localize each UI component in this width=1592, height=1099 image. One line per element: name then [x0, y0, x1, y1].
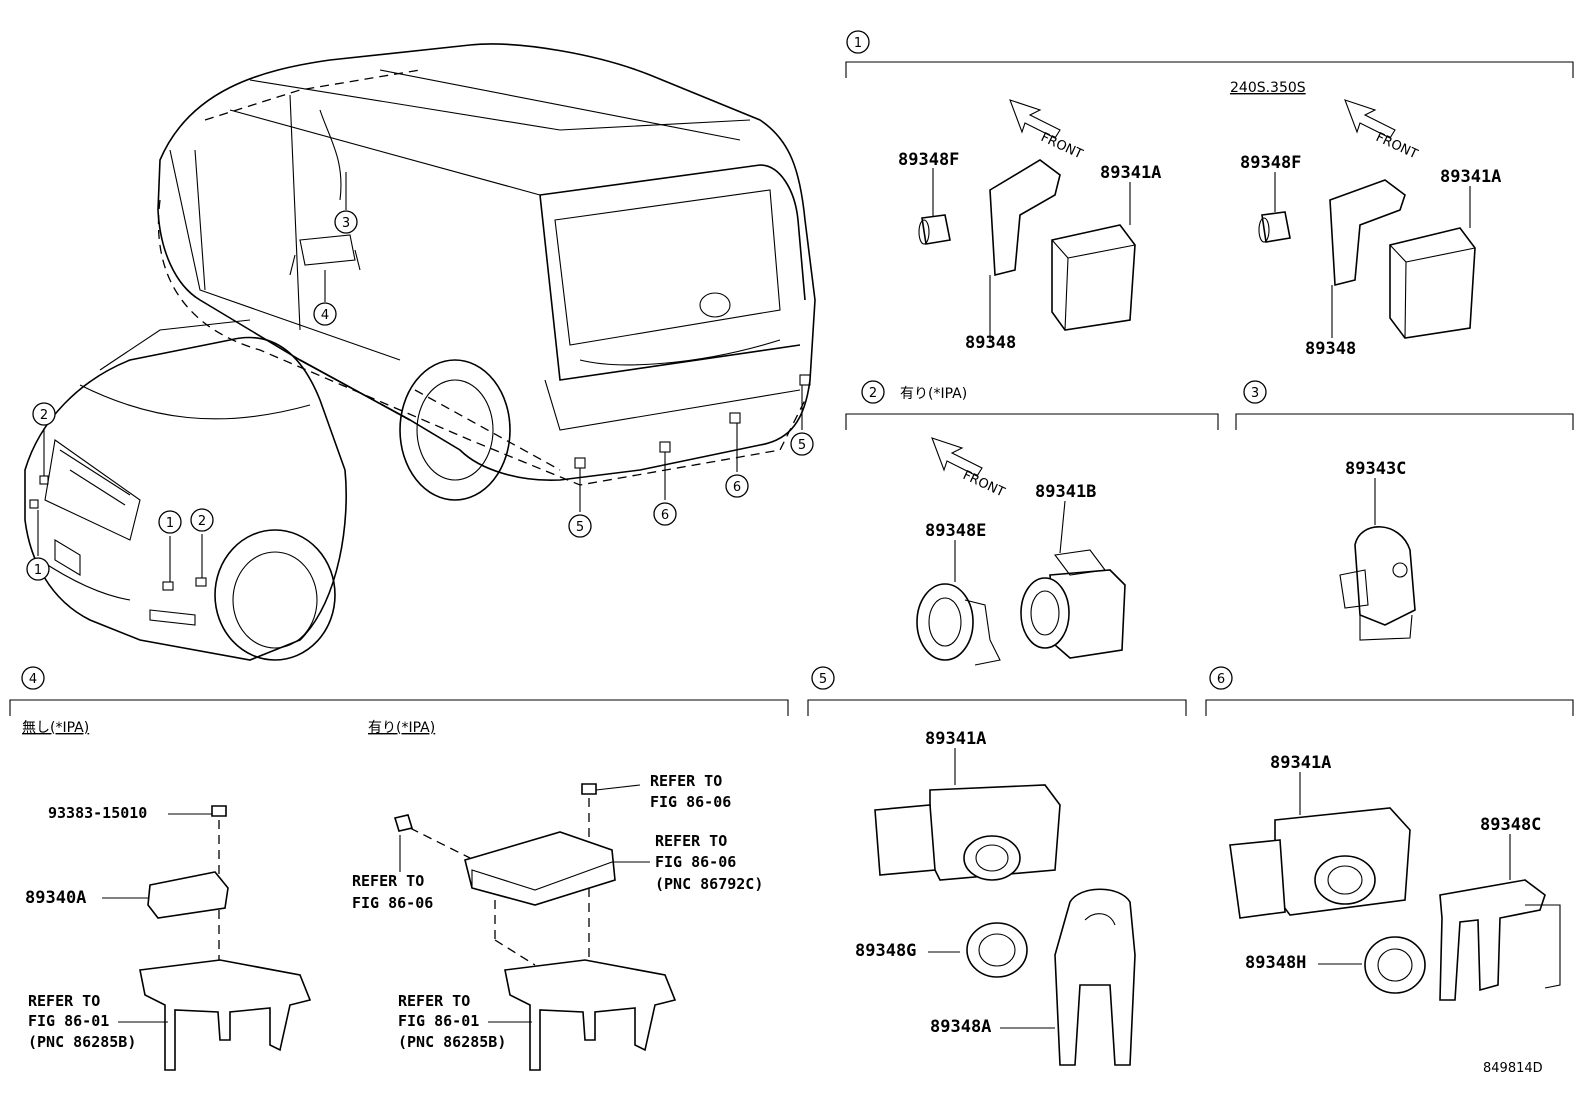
- ipa-header: 有り(*IPA): [900, 386, 967, 402]
- part-89341A: 89341A: [1270, 753, 1331, 773]
- svg-text:FRONT: FRONT: [960, 468, 1007, 500]
- group-6: 6 89341A 89348C 89348H: [1205, 666, 1574, 1001]
- part-89343C: 89343C: [1345, 459, 1406, 479]
- vehicle-illustration: [24, 43, 816, 661]
- callout-5: 5: [568, 514, 592, 538]
- callout-6: 6: [725, 474, 749, 498]
- svg-text:FRONT: FRONT: [1038, 130, 1085, 162]
- part-89348G: 89348G: [855, 941, 916, 961]
- pnc-86792c: (PNC 86792C): [655, 875, 763, 893]
- svg-text:6: 6: [733, 480, 741, 495]
- fig-86-06: FIG 86-06: [650, 793, 731, 811]
- svg-text:1: 1: [166, 516, 174, 531]
- refer-to: REFER TO: [650, 772, 722, 790]
- refer-to: REFER TO: [28, 992, 100, 1010]
- ipa-header: 有り(*IPA): [368, 720, 435, 736]
- part-89348F: 89348F: [1240, 153, 1301, 173]
- refer-to: REFER TO: [352, 872, 424, 890]
- svg-text:5: 5: [798, 438, 806, 453]
- pnc-86285b: (PNC 86285B): [398, 1033, 506, 1051]
- svg-text:1: 1: [34, 563, 42, 578]
- fig-86-01: FIG 86-01: [28, 1012, 109, 1030]
- part-89348: 89348: [965, 333, 1016, 353]
- svg-text:4: 4: [321, 308, 329, 323]
- svg-text:3: 3: [1251, 386, 1259, 401]
- svg-text:4: 4: [29, 672, 37, 687]
- svg-text:FRONT: FRONT: [1373, 130, 1420, 162]
- part-89348H: 89348H: [1245, 953, 1306, 973]
- callout-2: 2: [32, 402, 56, 426]
- part-89348: 89348: [1305, 339, 1356, 359]
- callout-3: 3: [334, 210, 358, 234]
- svg-text:1: 1: [854, 36, 862, 51]
- svg-text:2: 2: [198, 514, 206, 529]
- diagram-id: 849814D: [1483, 1061, 1543, 1076]
- part-89348E: 89348E: [925, 521, 986, 541]
- svg-text:6: 6: [1217, 672, 1225, 687]
- part-89340A: 89340A: [25, 888, 86, 908]
- svg-text:2: 2: [869, 386, 877, 401]
- variant-label: 240S.350S: [1230, 80, 1306, 96]
- svg-text:3: 3: [342, 216, 350, 231]
- no-ipa-header: 無し(*IPA): [22, 720, 89, 736]
- callout-1: 1: [158, 510, 182, 534]
- part-89341A: 89341A: [1440, 167, 1501, 187]
- svg-text:2: 2: [40, 408, 48, 423]
- callout-4: 4: [313, 302, 337, 326]
- pnc-86285b: (PNC 86285B): [28, 1033, 136, 1051]
- svg-text:6: 6: [661, 508, 669, 523]
- part-89341A: 89341A: [1100, 163, 1161, 183]
- group-3: 3 89343C: [1235, 380, 1574, 641]
- group-1: 1 240S.350S FRONT 89348F 89341A 89348 FR…: [845, 30, 1574, 359]
- front-arrow-left: FRONT: [1009, 99, 1085, 162]
- group-2: 2 有り(*IPA) FRONT 89341B 89348E: [845, 380, 1219, 666]
- group-5: 5 89341A 89348G 89348A: [807, 666, 1187, 1066]
- refer-to: REFER TO: [398, 992, 470, 1010]
- callout-1: 1: [26, 557, 50, 581]
- fig-86-01: FIG 86-01: [398, 1012, 479, 1030]
- part-89341B: 89341B: [1035, 482, 1096, 502]
- callout-2: 2: [190, 508, 214, 532]
- callout-5: 5: [790, 432, 814, 456]
- vehicle-callouts: 3 4 2 1 1 2 5 6 6 5: [26, 210, 814, 581]
- fig-86-06: FIG 86-06: [352, 894, 433, 912]
- fig-86-06: FIG 86-06: [655, 853, 736, 871]
- part-89348F: 89348F: [898, 150, 959, 170]
- front-arrow: FRONT: [931, 437, 1007, 500]
- part-89348C: 89348C: [1480, 815, 1541, 835]
- part-89341A: 89341A: [925, 729, 986, 749]
- group-4: 4 無し(*IPA) 有り(*IPA) 93383-15010 89340A R…: [9, 666, 789, 1071]
- svg-text:5: 5: [576, 520, 584, 535]
- front-arrow-right: FRONT: [1344, 99, 1420, 162]
- part-89348A: 89348A: [930, 1017, 991, 1037]
- callout-6: 6: [653, 502, 677, 526]
- svg-text:5: 5: [819, 672, 827, 687]
- part-93383-15010: 93383-15010: [48, 804, 147, 822]
- vehicle-callout-leaders: [37, 172, 803, 582]
- refer-to: REFER TO: [655, 832, 727, 850]
